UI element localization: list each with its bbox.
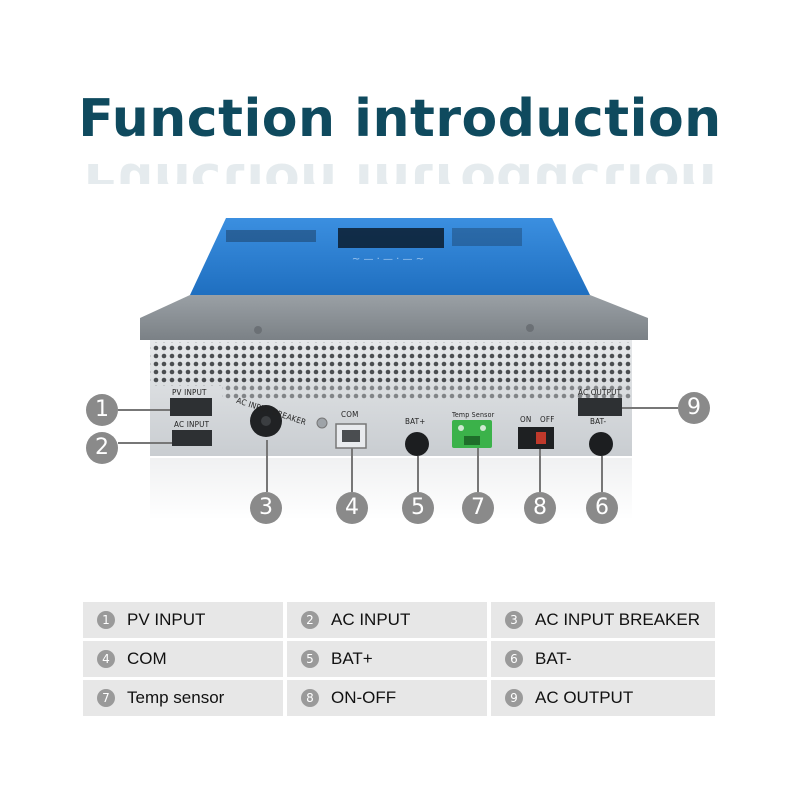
callout-1-line: [118, 409, 170, 411]
callout-6-line: [601, 456, 603, 492]
legend-label: AC INPUT BREAKER: [535, 610, 701, 629]
legend-number: 4: [97, 650, 115, 668]
pv-input-label: PV INPUT: [172, 388, 207, 397]
callout-5-line: [417, 456, 419, 492]
function-legend-table: 1 PV INPUT 2 AC INPUT 3 AC INPUT BREAKER…: [83, 602, 715, 716]
legend-label: Temp sensor: [127, 688, 225, 707]
callout-6: 6: [586, 492, 618, 524]
callout-4: 4: [336, 492, 368, 524]
callout-9: 9: [678, 392, 710, 424]
callout-2: 2: [86, 432, 118, 464]
ac-input-label: AC INPUT: [174, 420, 210, 429]
legend-cell: 7 Temp sensor: [83, 680, 283, 716]
pv-input-port: [170, 398, 212, 416]
legend-label: ON-OFF: [331, 688, 397, 707]
page-title: Function introduction: [78, 89, 722, 149]
callout-2-line: [118, 442, 172, 444]
legend-number: 5: [301, 650, 319, 668]
bat-plus-terminal: [405, 432, 429, 456]
svg-text:~ — · — · — ~: ~ — · — · — ~: [352, 254, 424, 265]
ac-output-port: [578, 398, 622, 416]
callout-3-line: [266, 440, 268, 492]
callout-7-line: [477, 448, 479, 492]
callout-8-line: [539, 449, 541, 492]
legend-cell: 4 COM: [83, 641, 283, 677]
legend-cell: 1 PV INPUT: [83, 602, 283, 638]
callout-5: 5: [402, 492, 434, 524]
ac-output-label: AC OUTPUT: [578, 388, 622, 397]
callout-3: 3: [250, 492, 282, 524]
legend-cell: 8 ON-OFF: [287, 680, 487, 716]
bat-minus-terminal: [589, 432, 613, 456]
legend-label: COM: [127, 649, 167, 668]
inverter-bezel: [140, 295, 648, 340]
com-label: COM: [341, 410, 359, 419]
legend-label: PV INPUT: [127, 610, 206, 629]
legend-number: 9: [505, 689, 523, 707]
off-label: OFF: [540, 415, 555, 424]
bat-plus-label: BAT+: [405, 417, 426, 426]
legend-label: AC INPUT: [331, 610, 411, 629]
legend-number: 1: [97, 611, 115, 629]
legend-number: 8: [301, 689, 319, 707]
legend-label: BAT-: [535, 649, 572, 668]
legend-cell: 5 BAT+: [287, 641, 487, 677]
legend-cell: 6 BAT-: [491, 641, 715, 677]
temp-sensor-label: Temp Sensor: [452, 411, 495, 419]
legend-cell: 2 AC INPUT: [287, 602, 487, 638]
legend-cell: 9 AC OUTPUT: [491, 680, 715, 716]
ac-input-port: [172, 430, 212, 446]
legend-number: 2: [301, 611, 319, 629]
on-label: ON: [520, 415, 532, 424]
callout-4-line: [351, 448, 353, 492]
legend-cell: 3 AC INPUT BREAKER: [491, 602, 715, 638]
legend-number: 3: [505, 611, 523, 629]
bat-minus-label: BAT-: [590, 417, 607, 426]
callout-1: 1: [86, 394, 118, 426]
callout-9-line: [622, 407, 678, 409]
legend-number: 7: [97, 689, 115, 707]
lcd-display: [338, 228, 444, 248]
legend-label: AC OUTPUT: [535, 688, 634, 707]
callout-8: 8: [524, 492, 556, 524]
legend-label: BAT+: [331, 649, 373, 668]
legend-number: 6: [505, 650, 523, 668]
vent-grille: [150, 342, 632, 386]
callout-7: 7: [462, 492, 494, 524]
